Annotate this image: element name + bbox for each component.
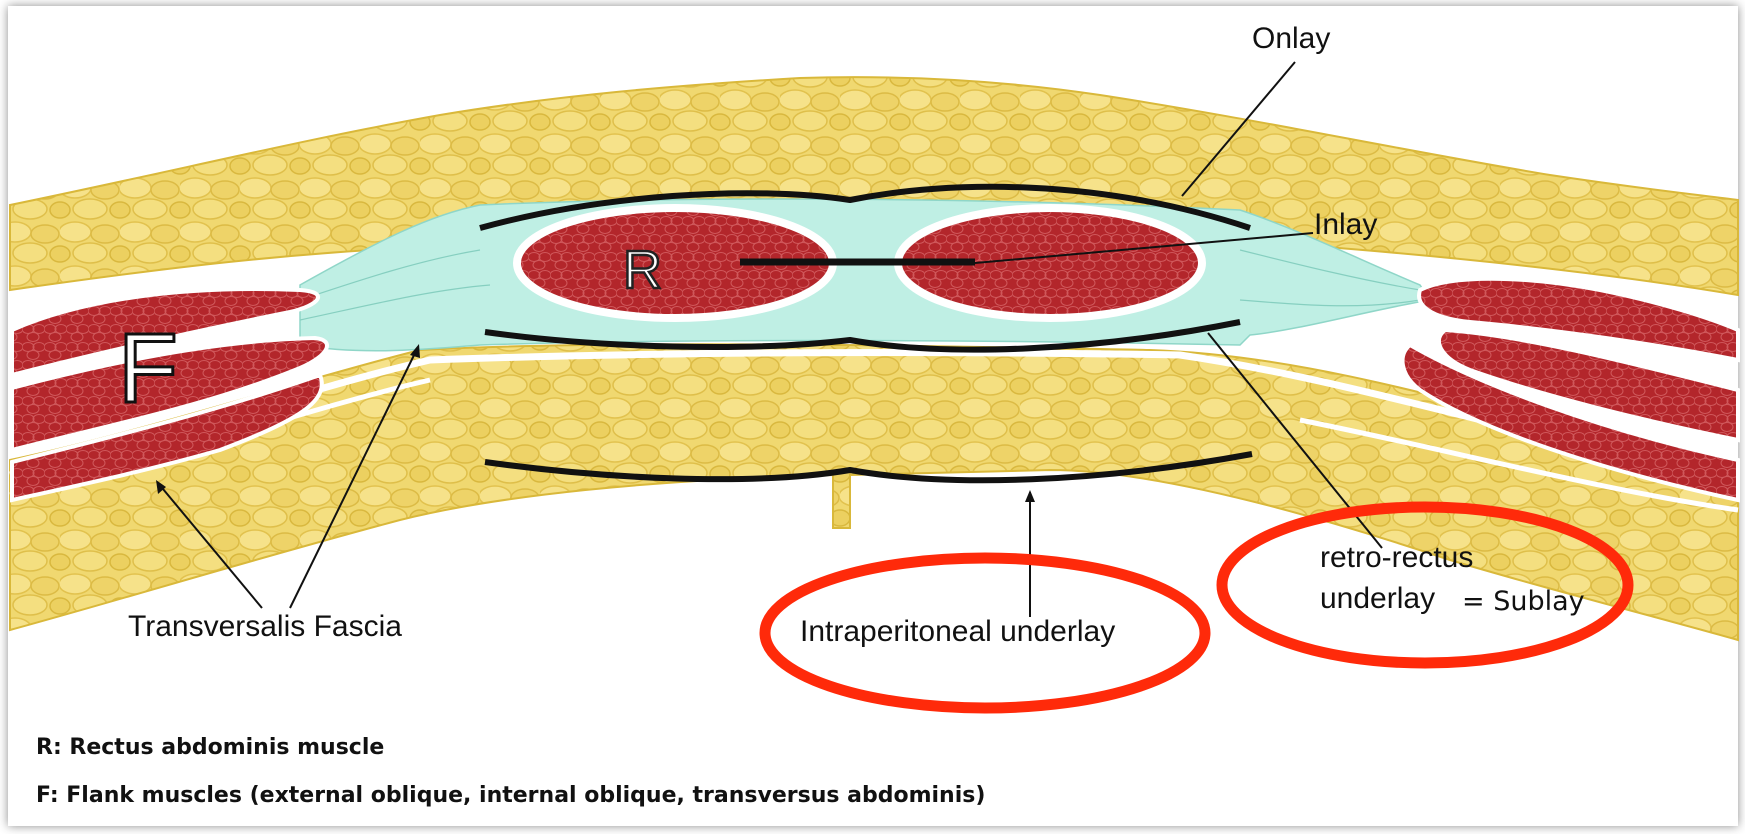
flank-letter: F [118, 313, 178, 423]
fascia-sheath [300, 199, 1430, 351]
label-onlay: Onlay [1252, 22, 1330, 56]
legend-rectus: R: Rectus abdominis muscle [36, 735, 384, 760]
label-inlay: Inlay [1314, 208, 1377, 242]
legend-flank: F: Flank muscles (external oblique, inte… [36, 783, 985, 808]
label-intraperitoneal-underlay: Intraperitoneal underlay [800, 615, 1115, 649]
label-underlay: underlay [1320, 582, 1435, 616]
label-sublay: = Sublay [1462, 586, 1585, 617]
rectus-letter: R [623, 240, 662, 300]
label-retro-rectus: retro-rectus [1320, 541, 1473, 575]
label-transversalis-fascia: Transversalis Fascia [128, 610, 402, 644]
